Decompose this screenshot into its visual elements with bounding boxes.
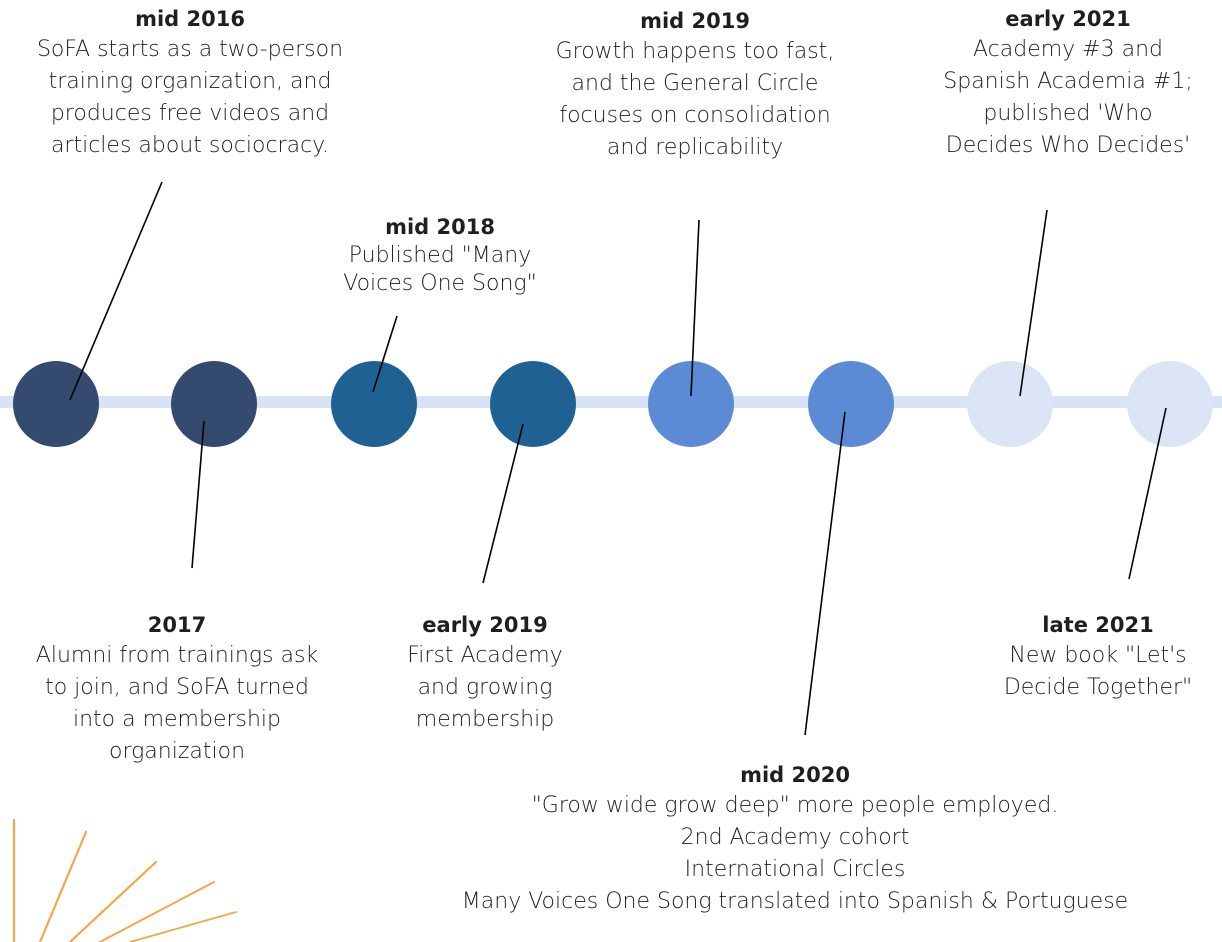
milestone-text-line: and growing — [417, 675, 553, 700]
milestone-date: late 2021 — [1042, 613, 1154, 637]
milestone-date: mid 2019 — [640, 9, 750, 33]
milestone-mid-2018: mid 2018 Published "Many Voices One Song… — [310, 212, 570, 298]
milestone-text-line: produces free videos and — [50, 101, 330, 126]
milestone-date: early 2021 — [1005, 7, 1131, 31]
milestone-text-line: SoFA starts as a two-person — [36, 37, 344, 62]
milestone-text-line: and the General Circle — [571, 71, 819, 96]
milestone-text-line: Spanish Academia #1; — [943, 69, 1193, 94]
connector-line-early-2021 — [1019, 209, 1048, 397]
milestone-text-line: and replicability — [606, 135, 784, 160]
timeline-dot-late-2021 — [1127, 361, 1213, 447]
milestone-text-line: Academy #3 and — [973, 37, 1163, 62]
connector-line-early-2019 — [482, 423, 524, 584]
milestone-date: 2017 — [147, 613, 207, 637]
sunburst-ray — [38, 830, 88, 942]
milestone-text-line: Growth happens too fast, — [555, 39, 835, 64]
milestone-date: early 2019 — [422, 613, 548, 637]
connector-line-2017 — [191, 420, 205, 569]
milestone-text-line: published 'Who — [983, 101, 1153, 126]
milestone-date: mid 2018 — [385, 215, 495, 239]
sunburst-ray — [129, 911, 237, 942]
milestone-date: mid 2016 — [135, 7, 245, 31]
timeline-dot-early-2019 — [490, 361, 576, 447]
milestone-text-line: organization — [108, 739, 246, 764]
connector-line-mid-2018 — [372, 315, 398, 393]
sunburst-decoration — [12, 818, 237, 942]
milestone-text-line: Many Voices One Song translated into Spa… — [461, 889, 1129, 914]
milestone-text-line: Decide Together" — [1003, 675, 1193, 700]
milestone-text-line: 2nd Academy cohort — [680, 825, 910, 850]
milestone-early-2021: early 2021 Academy #3 and Spanish Academ… — [918, 4, 1218, 162]
sunburst-ray — [68, 860, 158, 942]
milestone-text-line: into a membership — [72, 707, 282, 732]
milestone-text-line: Alumni from trainings ask — [35, 643, 319, 668]
connector-line-mid-2020 — [804, 411, 846, 736]
milestone-text-line: Decides Who Decides' — [945, 133, 1191, 158]
milestone-early-2019: early 2019 First Academy and growing mem… — [370, 610, 600, 736]
milestone-text-line: Published "Many — [348, 243, 532, 268]
sunburst-ray — [99, 881, 215, 942]
milestone-mid-2016: mid 2016 SoFA starts as a two-person tra… — [0, 4, 380, 162]
milestone-text-line: Voices One Song" — [343, 271, 537, 296]
milestone-late-2021: late 2021 New book "Let's Decide Togethe… — [978, 610, 1218, 704]
milestone-text-line: articles about sociocracy. — [50, 133, 330, 158]
timeline-dot-early-2021 — [967, 361, 1053, 447]
milestone-2017: 2017 Alumni from trainings ask to join, … — [0, 610, 354, 768]
timeline-dot-mid-2018 — [331, 361, 417, 447]
milestone-mid-2020: mid 2020 "Grow wide grow deep" more peop… — [390, 760, 1200, 918]
milestone-text-line: to join, and SoFA turned — [45, 675, 309, 700]
timeline-dot-mid-2016 — [13, 361, 99, 447]
milestone-date: mid 2020 — [740, 763, 850, 787]
timeline-dot-mid-2019 — [648, 361, 734, 447]
connector-line-mid-2016 — [69, 181, 163, 401]
timeline-dot-2017 — [171, 361, 257, 447]
milestone-text-line: "Grow wide grow deep" more people employ… — [531, 793, 1059, 818]
milestone-text-line: International Circles — [684, 857, 906, 882]
milestone-text-line: training organization, and — [48, 69, 332, 94]
milestone-text-line: membership — [415, 707, 555, 732]
milestone-text-line: focuses on consolidation — [559, 103, 831, 128]
timeline-dot-mid-2020 — [808, 361, 894, 447]
milestone-text-line: New book "Let's — [1009, 643, 1187, 668]
milestone-text-line: First Academy — [407, 643, 563, 668]
milestone-mid-2019: mid 2019 Growth happens too fast, and th… — [515, 6, 875, 164]
connector-line-mid-2019 — [690, 219, 700, 397]
connector-line-late-2021 — [1128, 407, 1167, 580]
timeline-track — [0, 396, 1222, 408]
